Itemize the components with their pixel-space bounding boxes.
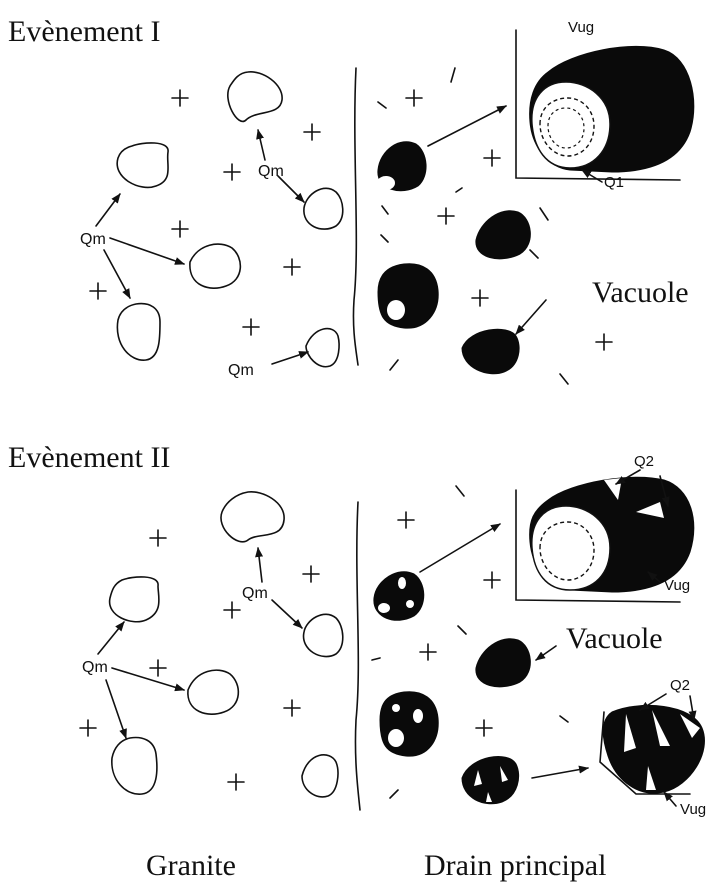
qm-grain xyxy=(304,188,343,229)
event-1-quartz-grains xyxy=(117,72,343,367)
qm-label: Qm xyxy=(242,585,268,602)
q1-label: Q1 xyxy=(604,174,624,191)
event-1-title: Evènement I xyxy=(8,15,160,48)
q2-label: Q2 xyxy=(634,453,654,470)
vug-label: Vug xyxy=(680,801,706,818)
qm-grain xyxy=(228,72,282,122)
granite-drain-boundary xyxy=(353,68,358,365)
qm-grain xyxy=(221,492,284,542)
qm-grain xyxy=(188,670,238,714)
event-1-granite-crosses xyxy=(90,90,320,335)
qm-grain xyxy=(112,738,157,795)
qm-grain xyxy=(110,577,159,622)
qm-grain xyxy=(190,244,240,288)
vug-inset-3: Q2 Vug xyxy=(600,677,706,818)
qm-grain xyxy=(117,143,168,187)
qm-grain xyxy=(304,614,343,656)
vug-label: Vug xyxy=(664,577,690,594)
event-1-panel: Evènement I Qm Qm Qm xyxy=(8,15,694,384)
vug-inset-2: Q2 Vug xyxy=(516,453,694,602)
qm-label: Qm xyxy=(80,231,106,248)
granite-caption: Granite xyxy=(146,849,236,882)
qm-grain xyxy=(117,304,160,361)
event-2-vacuoles xyxy=(374,572,530,804)
drain-caption: Drain principal xyxy=(424,849,606,882)
qm-label: Qm xyxy=(82,659,108,676)
granite-drain-boundary xyxy=(355,502,360,810)
event-1-vacuoles xyxy=(377,142,530,374)
event-2-title: Evènement II xyxy=(8,441,170,474)
qm-grain xyxy=(302,755,338,797)
event-2-quartz-grains xyxy=(110,492,343,797)
vacuole-label: Vacuole xyxy=(592,276,689,309)
vacuole-label: Vacuole xyxy=(566,622,663,655)
vug-label: Vug xyxy=(568,19,594,36)
event-2-panel: Evènement II Qm Qm xyxy=(8,441,706,818)
vug-inset-1: Vug Q1 xyxy=(516,19,694,191)
qm-label: Qm xyxy=(228,362,254,379)
q2-label: Q2 xyxy=(670,677,690,694)
qm-grain xyxy=(306,329,339,367)
